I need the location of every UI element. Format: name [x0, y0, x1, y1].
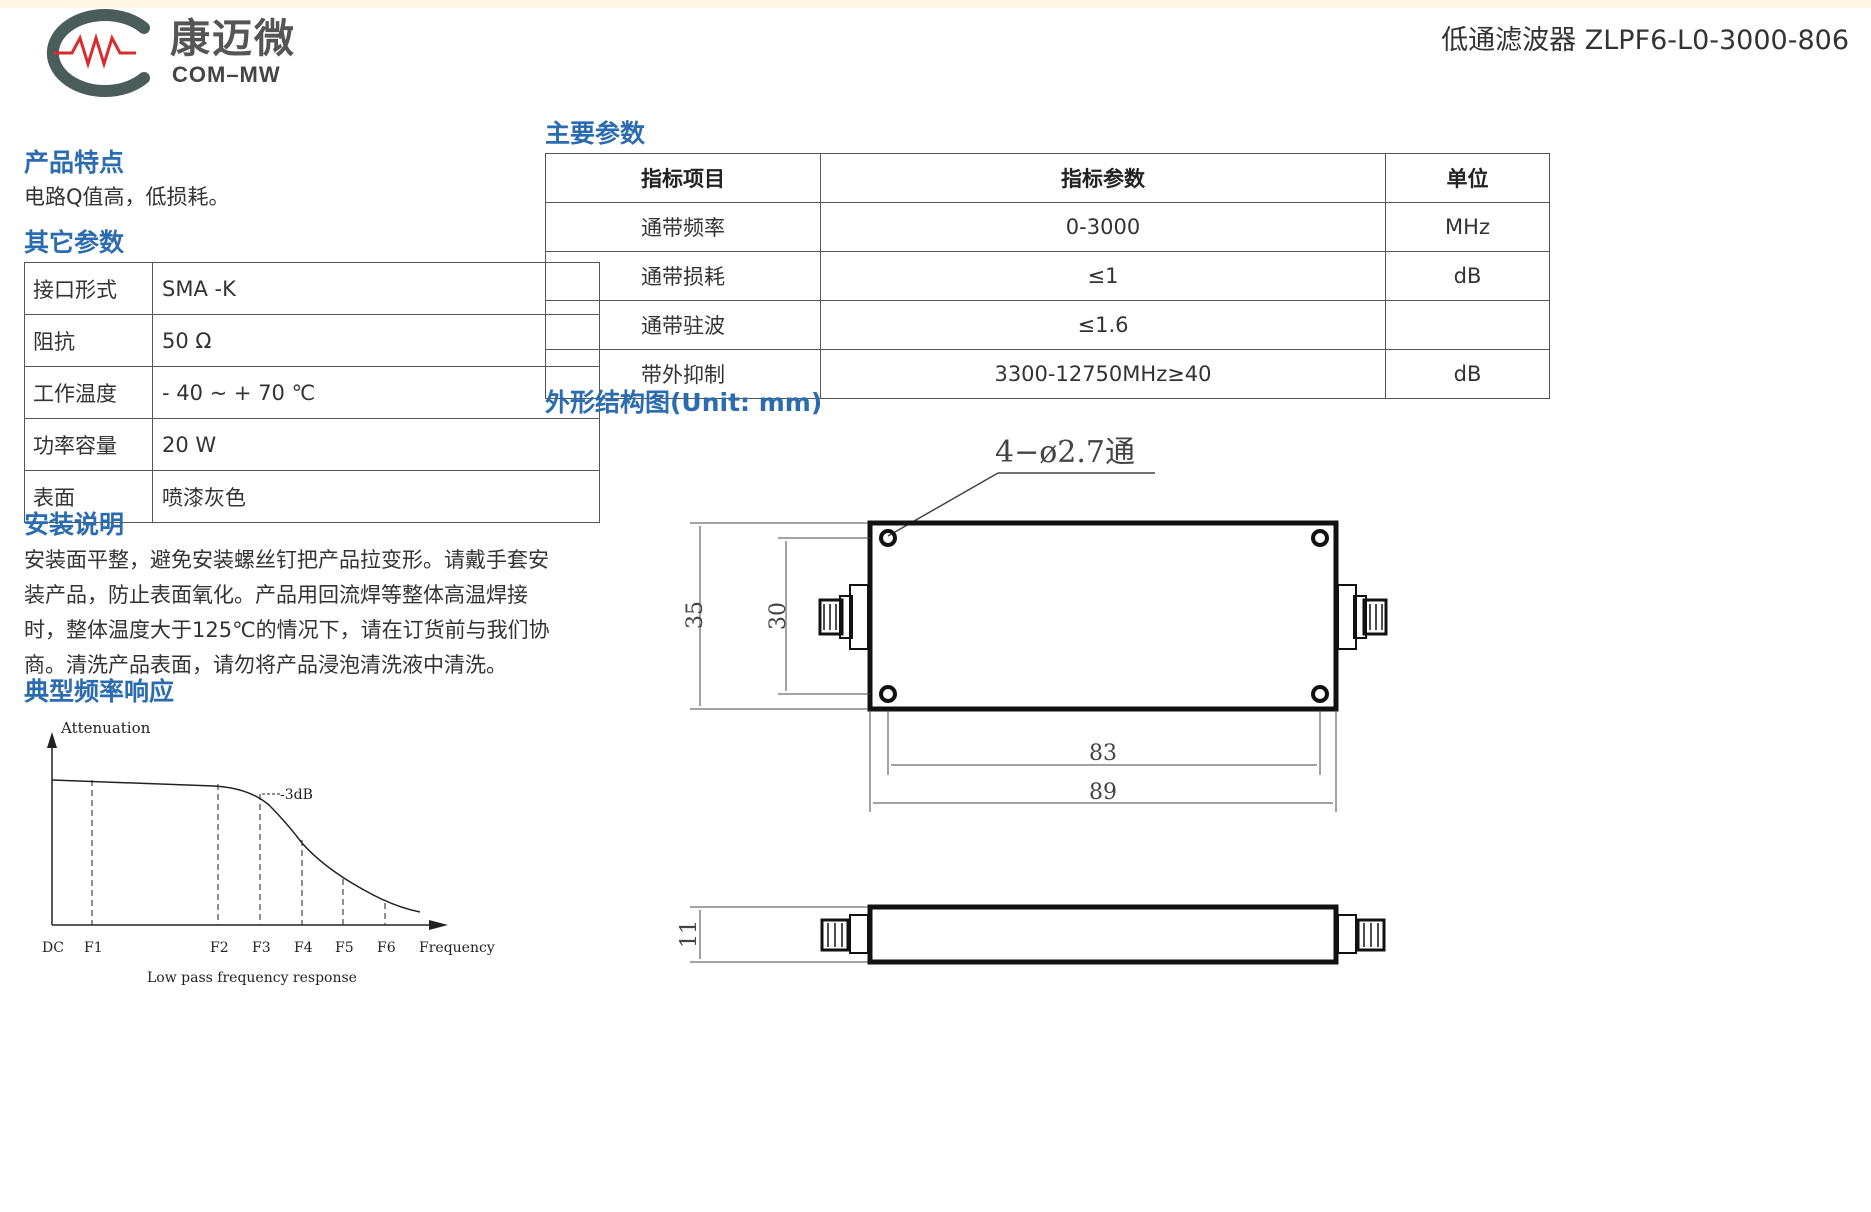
hole-note-leader	[887, 472, 999, 537]
mount-hole-icon	[1311, 685, 1329, 703]
frequency-response-figure: Attenuation -3dB DC F1 F2 F3 F4 F5 F6 Fr…	[42, 719, 495, 986]
company-logo	[24, 8, 324, 103]
cell-item: 通带频率	[545, 202, 821, 252]
table-row: 通带驻波 ≤1.6	[545, 300, 1550, 350]
dim-width-outer: 89	[1089, 780, 1117, 805]
cell-unit	[1385, 300, 1550, 350]
cell-item: 通带驻波	[545, 300, 821, 350]
x-tick-f1: F1	[84, 940, 103, 956]
table-row: 通带频率 0-3000 MHz	[545, 202, 1550, 252]
cell-unit: MHz	[1385, 202, 1550, 252]
param-value: SMA -K	[152, 262, 600, 315]
x-axis-arrow	[429, 920, 448, 930]
main-params-table: 指标项目 指标参数 单位 通带频率 0-3000 MHz 通带损耗 ≤1 dB …	[545, 153, 1550, 399]
outline-title: 外形结构图(Unit: mm)	[545, 388, 823, 417]
param-value: 50 Ω	[152, 314, 600, 367]
table-row: 表面 喷漆灰色	[24, 470, 600, 523]
dim-height-outer: 35	[683, 601, 708, 629]
hole-note: 4−ø2.7通	[995, 435, 1135, 470]
param-key: 表面	[24, 470, 153, 523]
response-title: 典型频率响应	[24, 677, 175, 706]
column-header: 指标参数	[820, 153, 1386, 203]
outline-drawing: 4−ø2.7通 35 30 83 89	[677, 435, 1388, 965]
3db-label: -3dB	[280, 787, 313, 803]
install-line: 商。清洗产品表面，请勿将产品浸泡清洗液中清洗。	[24, 653, 507, 677]
document-title: 低通滤波器 ZLPF6-L0-3000-806	[1441, 25, 1849, 56]
cell-value: 0-3000	[820, 202, 1386, 252]
param-value: 20 W	[152, 418, 600, 471]
table-row: 接口形式 SMA -K	[24, 262, 600, 315]
table-row: 工作温度 - 40 ~ + 70 ℃	[24, 366, 600, 419]
x-tick-f6: F6	[377, 940, 396, 956]
cell-unit: dB	[1385, 251, 1550, 301]
param-key: 阻抗	[24, 314, 153, 367]
param-value: - 40 ~ + 70 ℃	[152, 366, 600, 419]
other-params-title: 其它参数	[24, 228, 125, 257]
mount-hole-icon	[879, 529, 897, 547]
table-row: 阻抗 50 Ω	[24, 314, 600, 367]
install-line: 时，整体温度大于125℃的情况下，请在订货前与我们协	[24, 618, 550, 642]
table-row: 通带损耗 ≤1 dB	[545, 251, 1550, 301]
brand-name-cn: 康迈微	[170, 16, 296, 62]
table-row: 功率容量 20 W	[24, 418, 600, 471]
top-bar	[0, 0, 1871, 8]
column-header: 单位	[1385, 153, 1550, 203]
cell-item: 带外抑制	[545, 349, 821, 399]
response-curve	[51, 779, 421, 913]
features-text: 电路Q值高，低损耗。	[24, 185, 230, 209]
x-tick-f3: F3	[252, 940, 271, 956]
sma-connector-left-icon	[818, 584, 869, 650]
dim-thickness: 11	[677, 920, 702, 948]
brand-name-en: COM–MW	[172, 62, 281, 87]
column-header: 指标项目	[545, 153, 821, 203]
x-tick-f5: F5	[335, 940, 354, 956]
table-header-row: 指标项目 指标参数 单位	[545, 153, 1550, 203]
install-line: 安装面平整，避免安装螺丝钉把产品拉变形。请戴手套安	[24, 548, 549, 572]
x-tick-f4: F4	[294, 940, 313, 956]
dim-width-inner: 83	[1089, 741, 1117, 766]
x-tick-f2: F2	[210, 940, 229, 956]
cell-item: 通带损耗	[545, 251, 821, 301]
mount-hole-icon	[1311, 529, 1329, 547]
param-key: 工作温度	[24, 366, 153, 419]
sma-connector-side-left-icon	[820, 914, 869, 954]
cell-value: ≤1	[820, 251, 1386, 301]
y-axis-arrow	[47, 732, 57, 748]
install-title: 安装说明	[24, 510, 125, 539]
x-axis-label: Frequency	[419, 940, 495, 956]
param-key: 功率容量	[24, 418, 153, 471]
install-text: 安装面平整，避免安装螺丝钉把产品拉变形。请戴手套安 装产品，防止表面氧化。产品用…	[24, 543, 550, 683]
install-line: 装产品，防止表面氧化。产品用回流焊等整体高温焊接	[24, 583, 528, 607]
main-params-title: 主要参数	[545, 119, 646, 148]
cell-unit: dB	[1385, 349, 1550, 399]
other-params-table: 接口形式 SMA -K 阻抗 50 Ω 工作温度 - 40 ~ + 70 ℃ 功…	[24, 262, 600, 523]
x-tick-dc: DC	[42, 940, 64, 956]
body-side-view	[867, 904, 1339, 965]
sma-connector-side-right-icon	[1337, 914, 1386, 954]
mount-hole-icon	[879, 685, 897, 703]
sma-connector-right-icon	[1337, 584, 1388, 650]
logo-emblem	[46, 9, 150, 97]
table-row: 带外抑制 3300-12750MHz≥40 dB	[545, 349, 1550, 399]
figure-caption: Low pass frequency response	[147, 970, 357, 986]
cell-value: 3300-12750MHz≥40	[820, 349, 1386, 399]
body-top-view	[867, 520, 1339, 712]
cell-value: ≤1.6	[820, 300, 1386, 350]
y-axis-label: Attenuation	[60, 719, 151, 737]
param-key: 接口形式	[24, 262, 153, 315]
features-title: 产品特点	[24, 148, 125, 177]
param-value: 喷漆灰色	[152, 470, 600, 523]
dim-height-inner: 30	[766, 602, 791, 630]
